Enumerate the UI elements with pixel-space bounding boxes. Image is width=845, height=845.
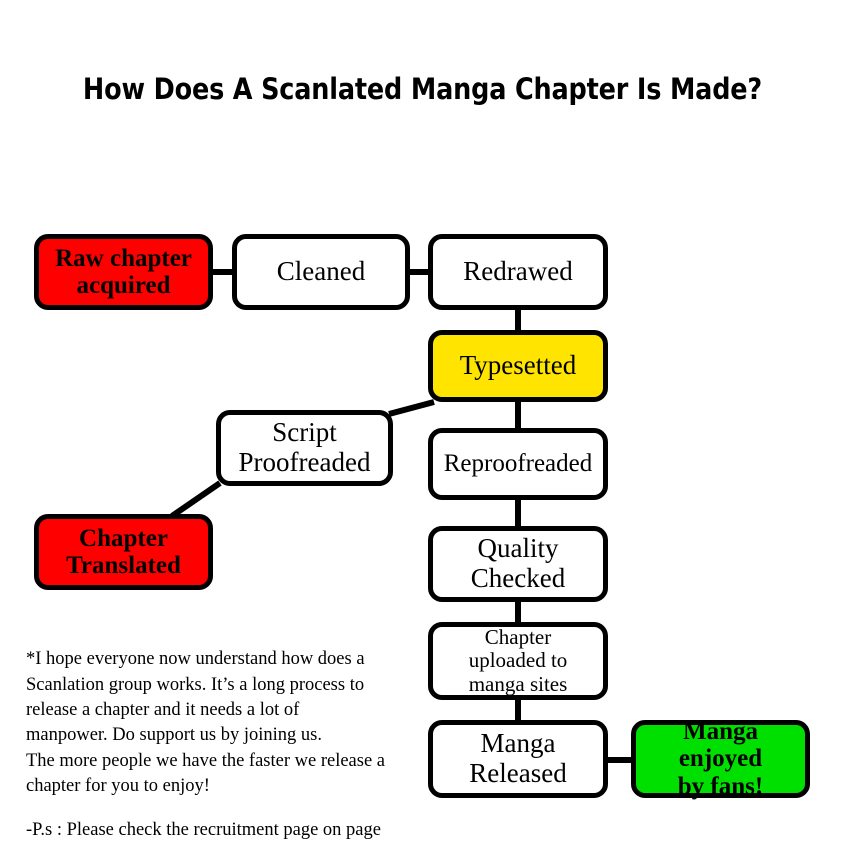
page-title: How Does A Scanlated Manga Chapter Is Ma… xyxy=(82,72,763,106)
node-chapter-translated[interactable]: Chapter Translated xyxy=(34,514,213,590)
node-cleaned[interactable]: Cleaned xyxy=(232,234,410,310)
footnote-body: *I hope everyone now understand how does… xyxy=(26,649,386,797)
edge-script-to-translated xyxy=(170,480,222,519)
footnote-block: *I hope everyone now understand how does… xyxy=(26,622,416,845)
node-label: Redrawed xyxy=(463,256,573,287)
node-label: Chapter Translated xyxy=(66,524,181,580)
node-label: Manga enjoyed by fans! xyxy=(677,717,764,800)
node-label: Typesetted xyxy=(459,350,577,381)
node-label: Quality Checked xyxy=(470,533,566,593)
node-label: Cleaned xyxy=(276,256,366,287)
node-label: Script Proofreaded xyxy=(238,417,371,477)
node-manga-enjoyed[interactable]: Manga enjoyed by fans! xyxy=(631,717,810,800)
node-reproofreaded[interactable]: Reproofreaded xyxy=(428,428,608,500)
node-label: Manga Released xyxy=(469,728,567,788)
node-typesetted[interactable]: Typesetted xyxy=(428,330,608,402)
footnote-ps: -P.s : Please check the recruitment page… xyxy=(26,820,381,841)
node-label: Chapter uploaded to manga sites xyxy=(468,625,568,696)
node-chapter-uploaded[interactable]: Chapter uploaded to manga sites xyxy=(428,622,608,700)
node-quality-checked[interactable]: Quality Checked xyxy=(428,526,608,602)
node-script-proofreaded[interactable]: Script Proofreaded xyxy=(216,410,393,486)
node-redrawed[interactable]: Redrawed xyxy=(428,234,608,310)
node-label: Reproofreaded xyxy=(443,450,593,478)
node-manga-released[interactable]: Manga Released xyxy=(428,720,608,798)
node-label: Raw chapter acquired xyxy=(55,244,192,300)
node-raw-chapter-acquired[interactable]: Raw chapter acquired xyxy=(34,234,213,310)
edge-typesetted-to-script xyxy=(388,399,435,417)
